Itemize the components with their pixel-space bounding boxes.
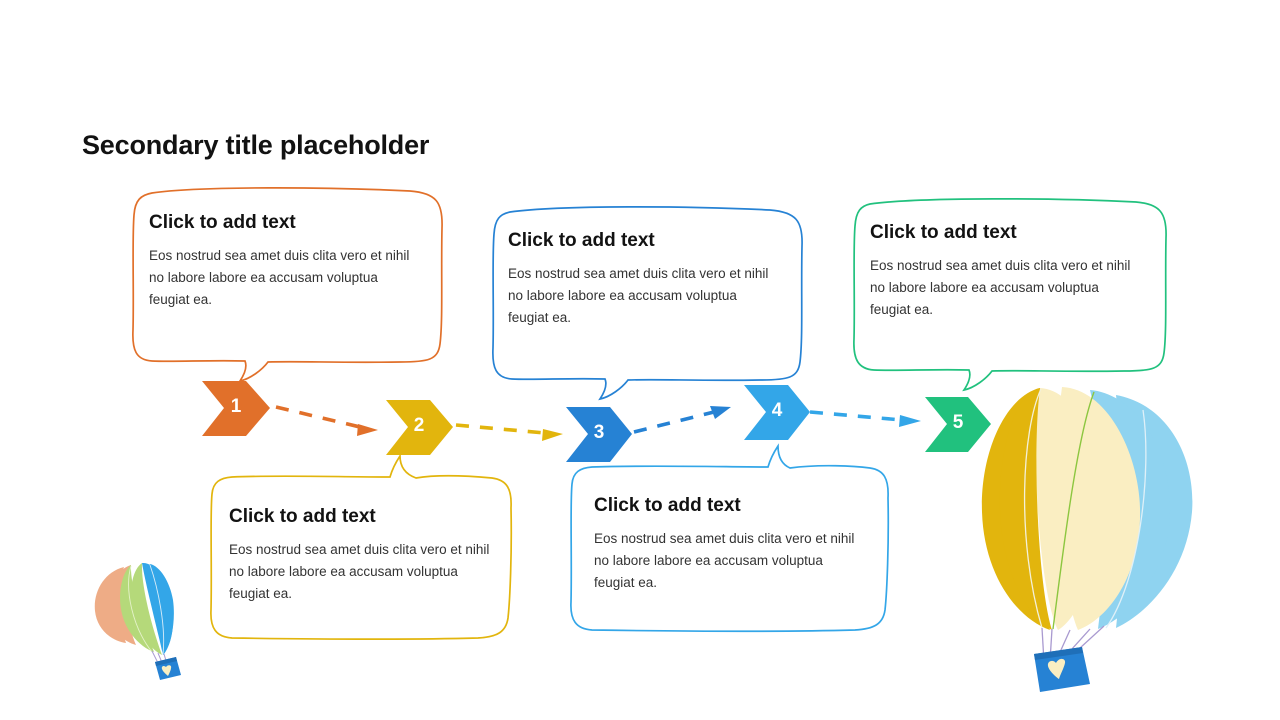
callout-body-4: Eos nostrud sea amet duis clita vero et … [594, 531, 855, 590]
callout-heading-3: Click to add text [508, 230, 655, 251]
chevron-step-1[interactable] [202, 381, 270, 436]
chevron-number-4: 4 [771, 400, 783, 421]
connector-arrow-4-5 [809, 410, 921, 427]
callout-bubble-4[interactable] [570, 443, 890, 633]
chevron-number-2: 2 [413, 415, 425, 436]
callout-bubble-3[interactable] [492, 206, 803, 401]
callout-content-4: Click to add text Eos nostrud sea amet d… [594, 495, 856, 594]
callout-heading-5: Click to add text [870, 222, 1017, 243]
chevron-step-3[interactable] [566, 407, 632, 462]
chevron-step-5[interactable] [925, 397, 991, 452]
callout-heading-1: Click to add text [149, 212, 296, 233]
connector-arrow-3-4 [633, 406, 731, 434]
callout-bubble-2[interactable] [210, 453, 513, 641]
callout-bubble-5[interactable] [853, 198, 1167, 392]
callout-heading-2: Click to add text [229, 506, 376, 527]
callout-content-1: Click to add text Eos nostrud sea amet d… [149, 212, 417, 311]
connector-arrow-2-3 [455, 423, 563, 441]
connector-arrow-1-2 [275, 405, 378, 436]
page-title: Secondary title placeholder [82, 130, 430, 160]
hot-air-balloon-large [981, 387, 1193, 692]
callout-body-5: Eos nostrud sea amet duis clita vero et … [870, 258, 1131, 317]
heart-icon [1047, 658, 1066, 679]
chevron-number-5: 5 [952, 412, 964, 433]
hot-air-balloon-small [94, 562, 181, 680]
heart-icon-small [161, 665, 172, 676]
callout-content-5: Click to add text Eos nostrud sea amet d… [870, 222, 1138, 321]
callout-body-1: Eos nostrud sea amet duis clita vero et … [149, 248, 410, 307]
chevron-number-3: 3 [593, 422, 605, 443]
chevron-number-1: 1 [230, 396, 242, 417]
chevron-step-4[interactable] [744, 385, 810, 440]
callout-body-3: Eos nostrud sea amet duis clita vero et … [508, 266, 769, 325]
callout-content-2: Click to add text Eos nostrud sea amet d… [229, 506, 497, 605]
callout-content-3: Click to add text Eos nostrud sea amet d… [508, 230, 776, 329]
callout-bubble-1[interactable] [132, 187, 443, 383]
callout-heading-4: Click to add text [594, 495, 741, 516]
chevron-step-2[interactable] [386, 400, 453, 455]
callout-body-2: Eos nostrud sea amet duis clita vero et … [229, 542, 490, 601]
